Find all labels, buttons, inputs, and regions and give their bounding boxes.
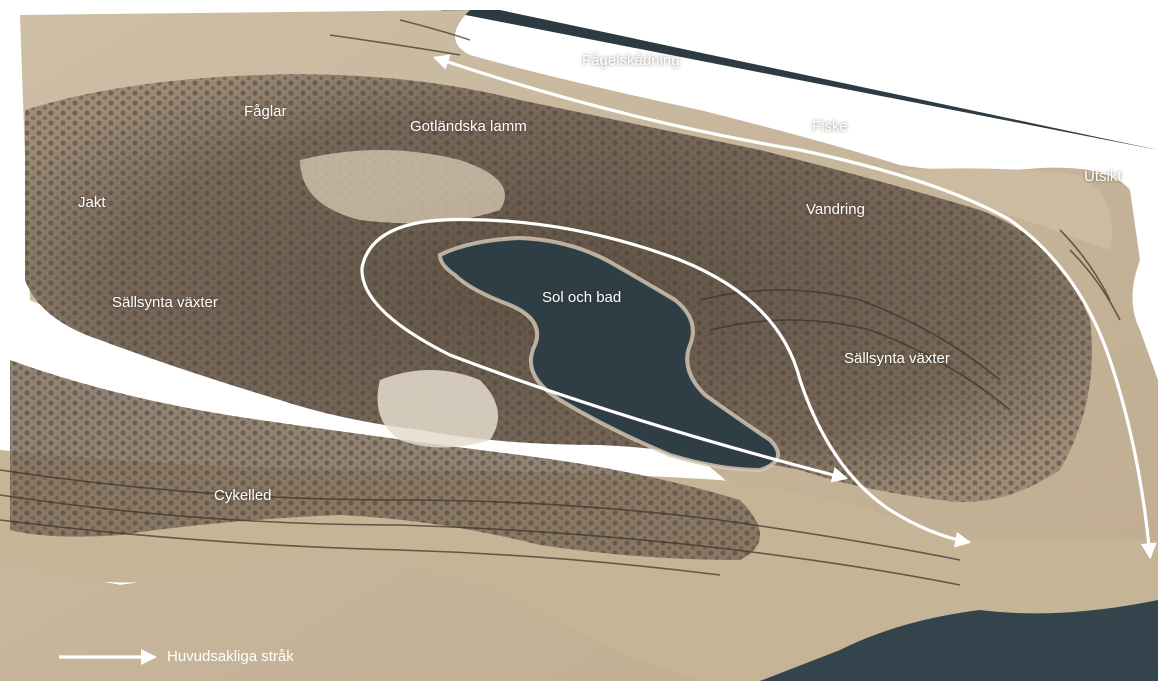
label-jakt: Jakt xyxy=(78,194,106,211)
route-north-east xyxy=(432,54,1157,560)
label-cykelled: Cykelled xyxy=(214,487,272,504)
label-sallsynta-vaxter-east: Sällsynta växter xyxy=(844,350,950,367)
label-utsikt: Utsikt xyxy=(1084,168,1122,185)
label-sallsynta-vaxter-west: Sällsynta växter xyxy=(112,294,218,311)
label-faglar: Fåglar xyxy=(244,103,287,120)
route-lake-loop xyxy=(360,217,972,548)
legend-arrow-icon xyxy=(59,649,157,665)
legend-label: Huvudsakliga stråk xyxy=(167,648,294,665)
label-sol-och-bad: Sol och bad xyxy=(542,289,622,306)
clearing-central xyxy=(377,370,498,448)
label-gotlandska-lamm: Gotländska lamm xyxy=(410,118,527,135)
label-fiske: Fiske xyxy=(812,118,848,135)
label-vandring: Vandring xyxy=(806,201,865,218)
label-fagelskadning: Fågelskådning xyxy=(582,52,680,69)
legend: Huvudsakliga stråk xyxy=(57,645,317,669)
routes xyxy=(360,54,1157,560)
